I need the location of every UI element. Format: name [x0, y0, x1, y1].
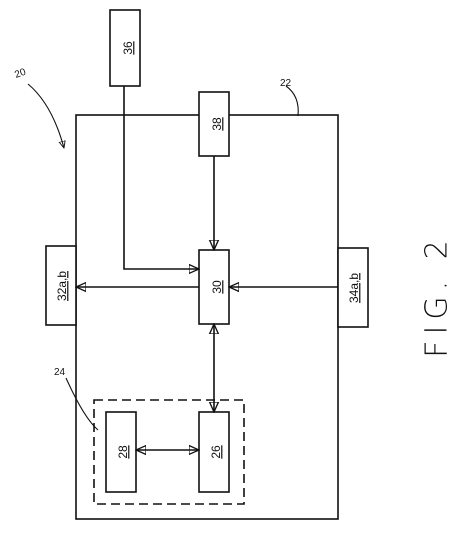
figure-caption: FIG. 2: [420, 234, 455, 358]
leader-24: [65, 377, 99, 431]
label-36: 36: [121, 41, 135, 55]
block-36-box: [109, 9, 141, 87]
block-32-box: [45, 245, 77, 326]
block-26-box: [198, 411, 230, 493]
label-30: 30: [210, 280, 224, 294]
block-38-box: [198, 91, 230, 157]
label-34: 34a,b: [347, 273, 361, 303]
ref-24: 24: [54, 367, 66, 378]
label-26: 26: [209, 445, 223, 459]
label-38: 38: [210, 117, 224, 131]
connector-36-to-30: [123, 86, 199, 269]
module-dashed-box: [93, 399, 245, 505]
block-34-box: [337, 247, 369, 328]
block-28-box: [105, 411, 137, 493]
label-28: 28: [116, 445, 130, 459]
leader-22: [285, 85, 299, 117]
label-32: 32a,b: [55, 271, 69, 301]
ref-22: 22: [280, 78, 292, 89]
ref-20: 20: [13, 67, 28, 81]
leader-20-arrow: [27, 83, 64, 148]
